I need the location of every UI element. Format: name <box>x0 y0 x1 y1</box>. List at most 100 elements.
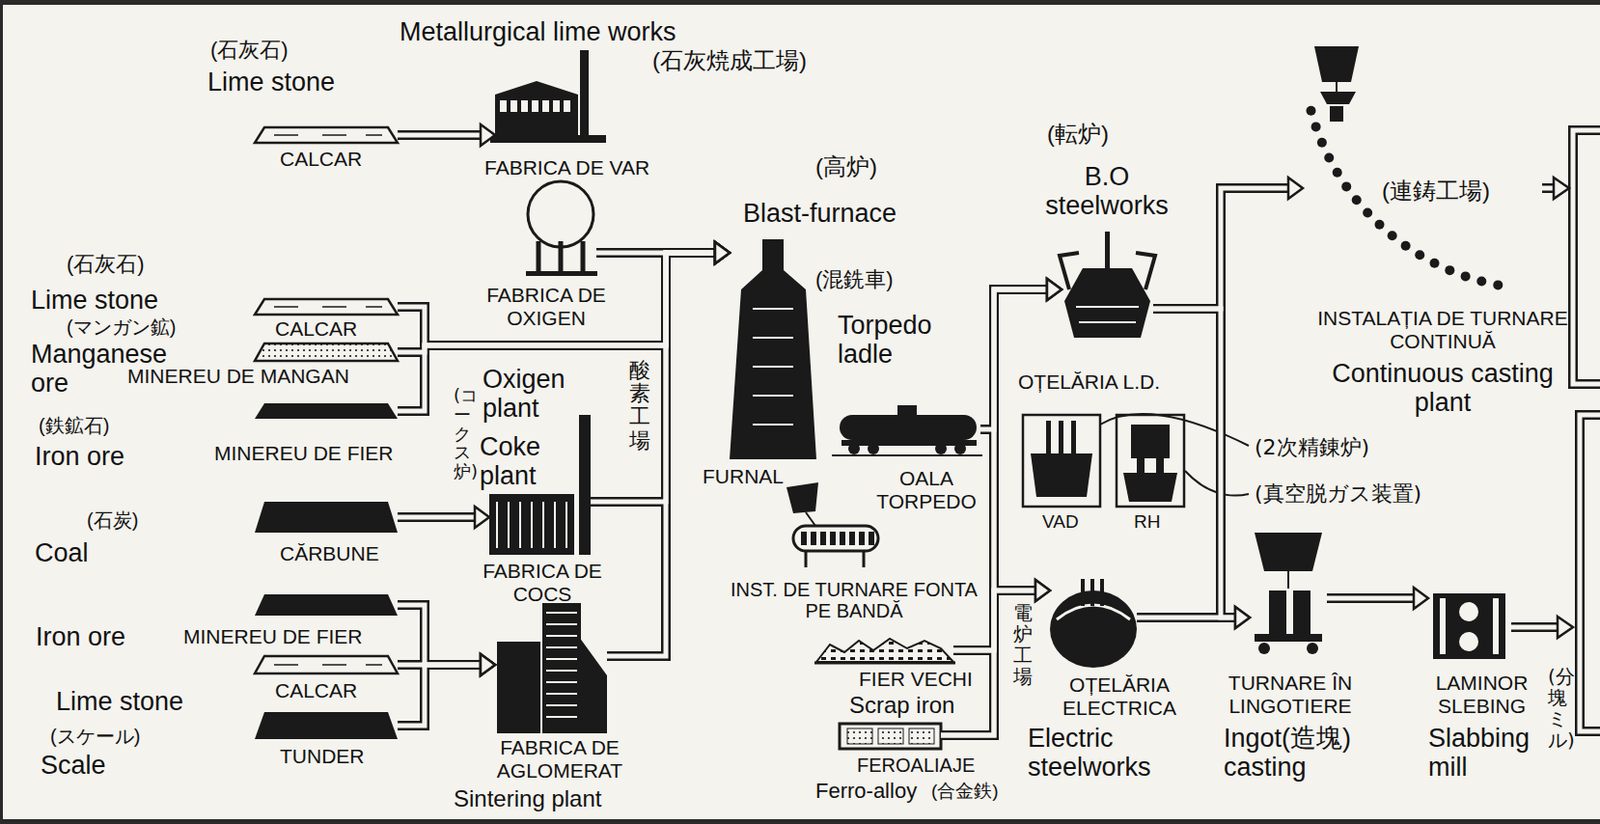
ink-shape <box>565 501 568 549</box>
ink-shape <box>546 669 578 672</box>
ink-shape <box>1258 642 1270 655</box>
bracket <box>1572 130 1600 385</box>
ink-shape <box>1254 532 1323 572</box>
ink-shape <box>839 531 846 546</box>
plant-node: (石灰石) Lime stoneCALCAR <box>203 34 402 175</box>
icon-area <box>254 501 398 533</box>
ink-shape <box>519 501 522 549</box>
icon-area <box>1061 229 1154 338</box>
ink-shape <box>558 241 564 274</box>
ink-shape <box>553 501 556 549</box>
ink-shape <box>1123 472 1178 502</box>
plant-label: FABRICA DE COCS <box>479 559 606 606</box>
ink-shape <box>1090 579 1095 607</box>
plant-label: 酸素工場 <box>629 358 651 453</box>
icon-area <box>254 656 398 674</box>
ink-shape <box>542 501 545 549</box>
plant-label: Iron ore <box>35 622 126 652</box>
plant-label: TURNARE ÎN LINGOTIERE <box>1217 671 1363 718</box>
plant-label: Lime stone <box>207 67 335 97</box>
plant-label: (石灰石) <box>210 38 289 63</box>
plant-label: (高炉) <box>815 154 878 181</box>
ink-shape <box>510 100 518 112</box>
plant-label: CALCAR <box>279 147 362 171</box>
ink-shape <box>752 423 794 426</box>
ink-shape <box>496 501 498 549</box>
ink-shape <box>546 658 578 661</box>
leader-line <box>1100 413 1249 446</box>
plant-label: CALCAR <box>275 317 358 341</box>
plant-label: MINEREU DE FIER <box>214 441 394 466</box>
ink-shape <box>527 181 594 248</box>
plant-label: 電炉工場 <box>1013 602 1033 688</box>
plant-label: (スケール) <box>50 725 140 747</box>
ink-shape <box>1444 265 1455 276</box>
plant-node: LAMINOR SLEBINGSlabbing mill(分塊ミル) <box>1422 584 1572 787</box>
ink-shape <box>254 501 398 533</box>
plant-node: (連鋳工場)INSTALAȚIA DE TURNARE CONTINUĂCont… <box>1298 39 1577 422</box>
ink-shape <box>546 681 578 684</box>
ink-shape <box>322 305 347 308</box>
ink-shape <box>1311 121 1322 132</box>
ink-shape <box>820 531 827 546</box>
arrow-head <box>1288 177 1303 199</box>
frame-band <box>0 0 1600 5</box>
ink-shape <box>829 531 836 546</box>
ink-shape <box>1306 642 1319 655</box>
plant-label: Blast-furnace <box>743 198 897 228</box>
icon-area <box>254 712 398 740</box>
ink-shape <box>805 512 816 526</box>
ink-shape <box>274 663 299 666</box>
ink-shape <box>1022 414 1101 507</box>
ink-shape <box>536 241 542 274</box>
plant-node: OȚELĂRIA ELECTRICAElectric steelworks電炉工… <box>1009 572 1187 787</box>
ink-shape <box>862 551 866 568</box>
ink-shape <box>495 94 579 136</box>
plant-label: MINEREU DE FIER <box>183 625 363 649</box>
flow-connector <box>397 512 477 523</box>
ink-shape <box>580 241 586 274</box>
flow-connector <box>590 252 718 502</box>
ink-shape <box>1287 571 1290 589</box>
plant-label: (転炉) <box>1047 121 1109 148</box>
plant-label: Ingot(造塊) casting <box>1223 723 1388 782</box>
ink-shape <box>839 723 941 749</box>
plant-label: Continuous casting plant <box>1312 358 1573 417</box>
ink-shape <box>804 551 808 568</box>
ink-shape <box>1078 321 1136 324</box>
plant-label: MINEREU DE MANGAN <box>127 364 350 388</box>
ink-shape <box>1046 420 1051 460</box>
ink-shape <box>499 100 507 112</box>
plant-label: Sintering plant <box>453 786 602 813</box>
ink-shape <box>752 394 794 397</box>
ink-shape <box>495 81 579 95</box>
ink-shape <box>254 299 398 315</box>
plant-label: (コークス炉) <box>453 386 471 482</box>
ink-shape <box>800 531 807 546</box>
ink-shape <box>868 531 875 546</box>
plant-label: TUNDER <box>279 744 365 769</box>
frame-band <box>0 0 3 824</box>
plant-label: FEROALIAJE <box>856 754 975 776</box>
ink-shape <box>274 134 299 137</box>
arrow-head <box>480 654 496 676</box>
icon-area <box>835 405 981 458</box>
plant-node: TURNARE ÎN LINGOTIERE Ingot(造塊) casting <box>1213 526 1392 787</box>
ink-shape <box>1461 271 1471 281</box>
plant-label: (石灰焼成工場) <box>652 48 807 75</box>
ink-shape <box>1254 634 1323 642</box>
ink-shape <box>579 50 589 136</box>
icon-area <box>254 299 398 315</box>
plant-label: Lime stone <box>30 285 159 315</box>
arrow-head <box>480 124 496 146</box>
ink-shape <box>1268 590 1287 635</box>
ink-shape <box>546 646 578 649</box>
ink-shape <box>1071 420 1076 460</box>
icon-area <box>495 591 607 734</box>
ink-shape <box>542 603 581 734</box>
flow-connector <box>940 590 1038 736</box>
ink-shape <box>848 442 860 455</box>
plant-label: CALCAR <box>275 679 358 703</box>
ink-shape <box>525 271 598 276</box>
